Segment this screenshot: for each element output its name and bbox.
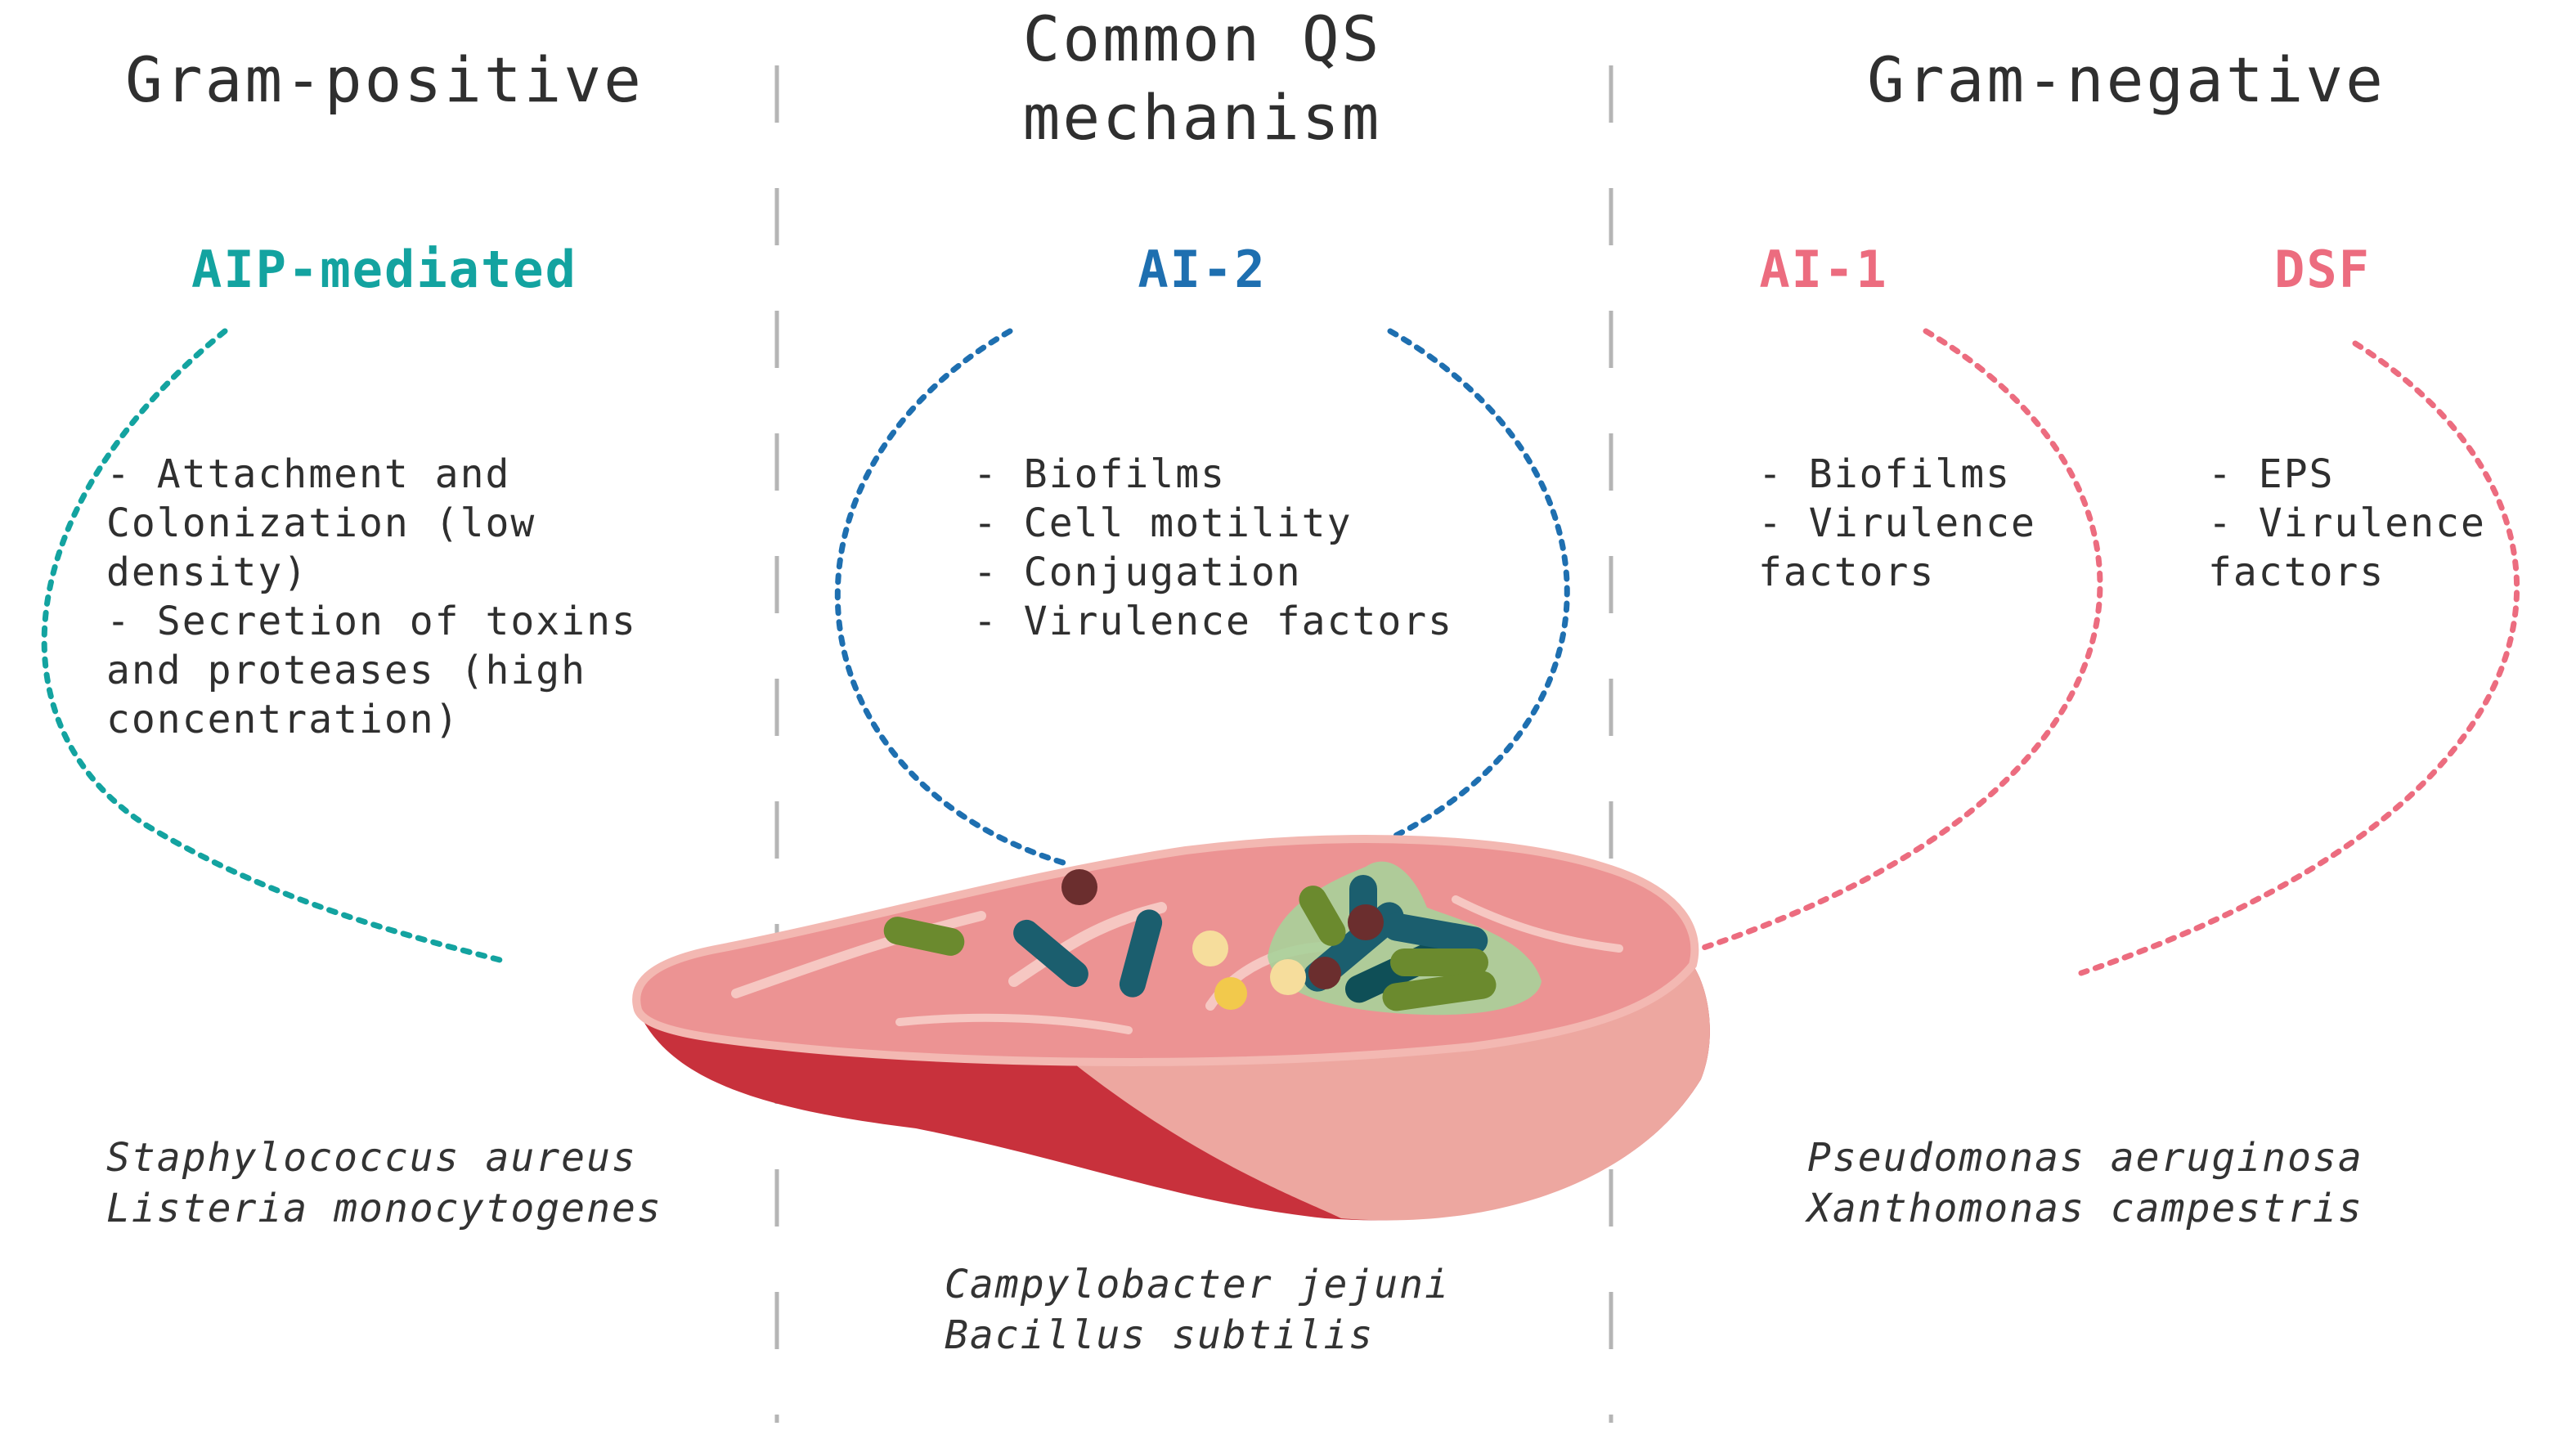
effect-line: - Cell motility <box>973 500 1353 546</box>
effects-ai2: - Biofilms - Cell motility - Conjugation… <box>973 450 1453 646</box>
bacteria-cluster-icon <box>883 861 1542 1016</box>
mechanism-dsf: DSF <box>2274 240 2371 299</box>
effect-line: - Biofilms <box>1758 451 2011 497</box>
heading-gram-negative: Gram-negative <box>1867 43 2385 116</box>
effect-line: factors <box>1758 549 1936 595</box>
arc-ai1 <box>1698 328 2103 952</box>
effect-line: - EPS <box>2208 451 2335 497</box>
effect-line: - Biofilms <box>973 451 1226 497</box>
species-name: Bacillus subtilis <box>945 1312 1375 1358</box>
effect-line: - Virulence <box>2208 500 2486 546</box>
species-common: Campylobacter jejuni Bacillus subtilis <box>945 1259 1450 1361</box>
effects-ai1: - Biofilms - Virulence factors <box>1758 450 2036 597</box>
meat-steak-icon <box>632 835 1710 1221</box>
effect-line: - Secretion of toxins <box>106 599 637 644</box>
species-name: Pseudomonas aeruginosa <box>1807 1135 2363 1181</box>
arc-ai2 <box>834 328 1066 866</box>
effect-line: - Conjugation <box>973 549 1302 595</box>
arc-ai2-right <box>1379 328 1570 845</box>
species-name: Campylobacter jejuni <box>945 1262 1450 1307</box>
effect-line: concentration) <box>106 697 460 742</box>
heading-common-line-2: mechanism <box>1022 81 1382 154</box>
effect-line: and proteases (high <box>106 648 587 693</box>
effect-line: - Virulence factors <box>973 599 1454 644</box>
mechanism-ai1: AI-1 <box>1759 240 1888 299</box>
effect-line: Colonization (low <box>106 500 536 546</box>
species-gram-positive: Staphylococcus aureus Listeria monocytog… <box>106 1132 662 1234</box>
arc-aip <box>41 328 506 964</box>
species-gram-negative: Pseudomonas aeruginosa Xanthomonas campe… <box>1807 1132 2363 1234</box>
effect-line: - Virulence <box>1758 500 2036 546</box>
mechanism-ai2: AI-2 <box>1138 240 1267 299</box>
effect-line: factors <box>2208 549 2385 595</box>
species-name: Staphylococcus aureus <box>106 1135 637 1181</box>
species-name: Xanthomonas campestris <box>1807 1186 2363 1231</box>
effect-line: density) <box>106 549 309 595</box>
heading-gram-positive: Gram-positive <box>125 43 644 116</box>
species-name: Listeria monocytogenes <box>106 1186 662 1231</box>
effects-dsf: - EPS - Virulence factors <box>2208 450 2486 597</box>
arc-dsf <box>2078 340 2520 976</box>
heading-common-line-1: Common QS <box>1022 2 1382 75</box>
effect-line: - Attachment and <box>106 451 511 497</box>
heading-common-qs: Common QS mechanism <box>867 0 1537 157</box>
effects-aip: - Attachment and Colonization (low densi… <box>106 450 637 744</box>
mechanism-aip: AIP-mediated <box>191 240 577 299</box>
